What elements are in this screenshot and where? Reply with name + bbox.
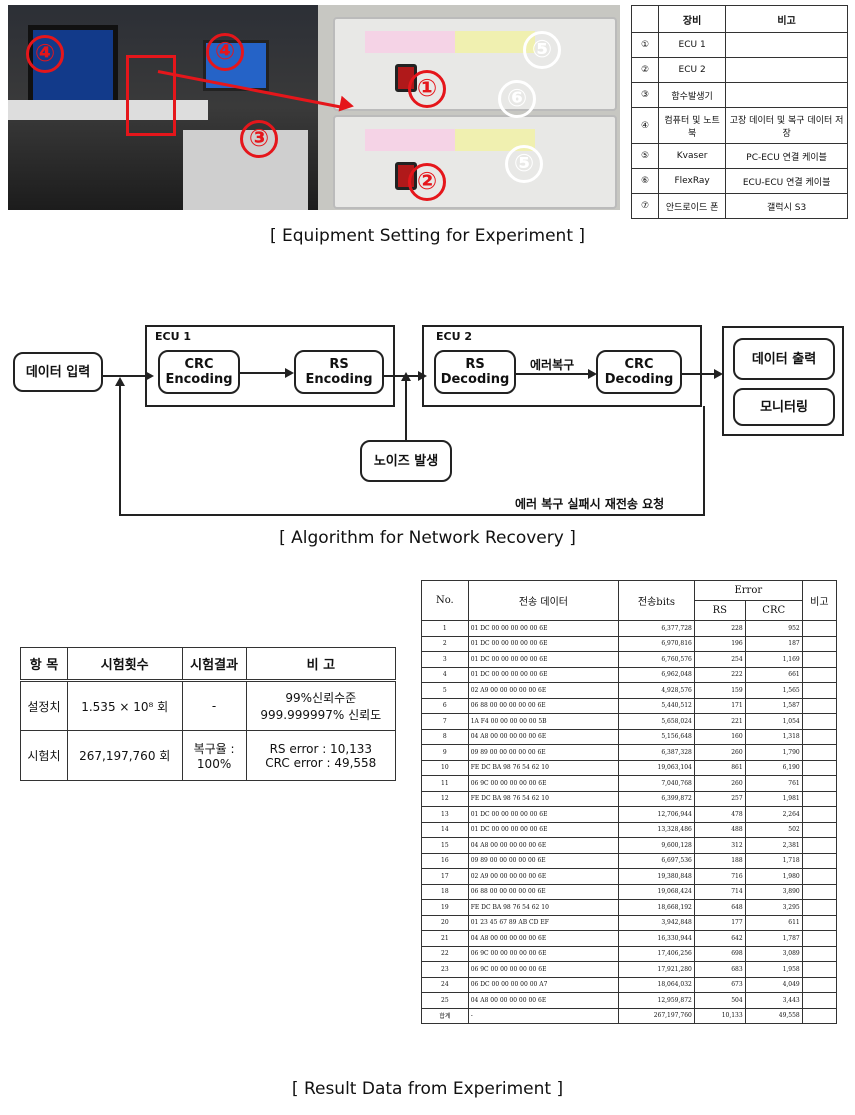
table-row: 시험치 267,197,760 회 복구율 :100% RS error : 1… xyxy=(20,730,397,781)
caption-result: [ Result Data from Experiment ] xyxy=(291,1079,564,1099)
marker-3: ③ xyxy=(240,120,278,158)
data-input-box: 데이터 입력 xyxy=(13,352,103,392)
noise-box: 노이즈 발생 xyxy=(360,440,452,482)
caption-algorithm: [ Algorithm for Network Recovery ] xyxy=(279,528,576,548)
summary-table: 항 목 시험횟수 시험결과 비 고 설정치 1.535 × 10⁸ 회 - 99… xyxy=(20,647,397,781)
caption-equipment: [ Equipment Setting for Experiment ] xyxy=(269,226,586,246)
red-arrow-head xyxy=(338,95,356,115)
error-recovery-label: 에러복구 xyxy=(530,358,575,372)
ecu2-label: ECU 2 xyxy=(436,330,473,343)
ecu-unit-1 xyxy=(333,17,617,111)
marker-5: ⑤ xyxy=(523,31,561,69)
retransmit-label: 에러 복구 실패시 재전송 요청 xyxy=(515,497,665,511)
marker-4: ④ xyxy=(206,33,244,71)
desk-image xyxy=(8,100,208,120)
header-note: 비고 xyxy=(725,5,848,33)
marker-5: ⑤ xyxy=(505,145,543,183)
ecu-unit-2 xyxy=(333,115,617,209)
monitoring-box: 모니터링 xyxy=(733,388,835,426)
equipment-photo: ④ ④ ③ ① ② ⑤ ⑥ ⑤ xyxy=(8,5,620,210)
marker-2: ② xyxy=(408,163,446,201)
header-equipment: 장비 xyxy=(657,5,727,33)
ecu-rack-image xyxy=(318,5,620,210)
ecu1-label: ECU 1 xyxy=(155,330,192,343)
highlight-box xyxy=(126,55,176,136)
marker-1: ① xyxy=(408,70,446,108)
crc-decoding-box: CRC Decoding xyxy=(596,350,682,394)
crc-encoding-box: CRC Encoding xyxy=(158,350,240,394)
marker-4: ④ xyxy=(26,35,64,73)
rs-decoding-box: RS Decoding xyxy=(434,350,516,394)
data-output-box: 데이터 출력 xyxy=(733,338,835,380)
rs-encoding-box: RS Encoding xyxy=(294,350,384,394)
marker-6: ⑥ xyxy=(498,80,536,118)
